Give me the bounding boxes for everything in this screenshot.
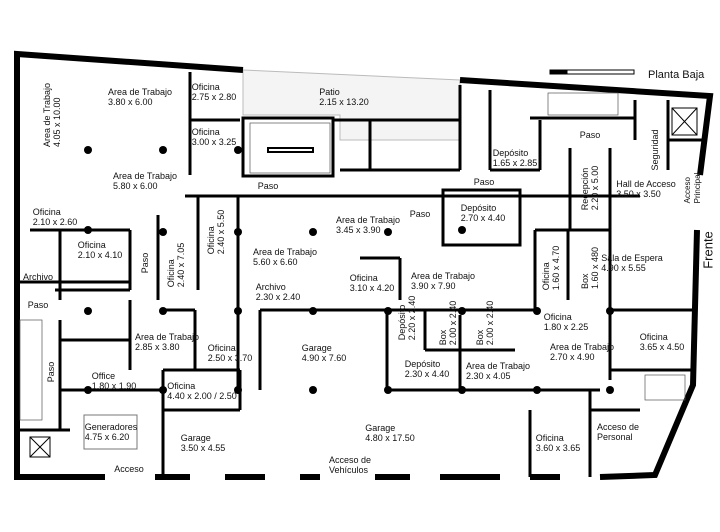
room-label: Paso [473, 177, 495, 187]
plan-title: Planta Baja [648, 69, 705, 81]
room-label: Paso [579, 130, 601, 140]
room-label: Acceso [114, 464, 144, 474]
room-label: Paso [46, 361, 56, 383]
room-label: Paso [140, 252, 150, 274]
columns [84, 146, 614, 394]
scale-bar [549, 69, 635, 75]
elevators [29, 107, 698, 458]
room-label: Seguridad [650, 129, 660, 171]
generator-box [83, 414, 138, 450]
room-label: Paso [257, 181, 279, 191]
stairs [19, 92, 686, 421]
frente-label: Frente [700, 231, 716, 269]
room-label: Paso [409, 209, 431, 219]
room-label: Archivo [22, 272, 54, 282]
inner-walls [20, 72, 705, 477]
room-label: Paso [27, 300, 49, 310]
outer-walls [14, 50, 714, 480]
